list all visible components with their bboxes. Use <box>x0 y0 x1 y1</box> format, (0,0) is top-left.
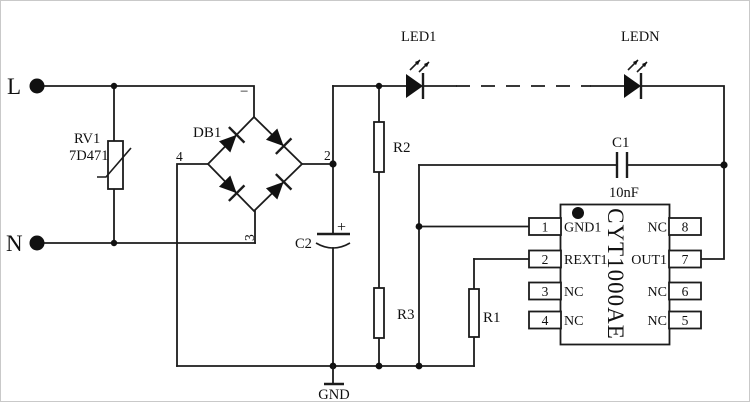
ic-pin-box-2 <box>528 249 562 269</box>
junction-dot <box>415 223 423 230</box>
resistor-r3: R3 <box>373 287 415 339</box>
r2-body <box>373 121 385 173</box>
varistor-value: 7D471 <box>69 148 108 164</box>
ic-pin-label: NC <box>648 314 667 329</box>
varistor-rv1: RV1 7D471 <box>69 131 132 190</box>
live-label: L <box>7 74 21 99</box>
junction-dot <box>329 160 337 168</box>
bridge-ref: DB1 <box>193 125 221 141</box>
ground-symbol: GND <box>318 365 350 403</box>
resistor-r2: R2 <box>373 121 411 173</box>
c2-plate-negative <box>315 242 351 249</box>
ic-pin-box-1 <box>528 217 562 236</box>
ic-pin-number: 3 <box>542 284 549 299</box>
capacitor-c1: C1 10nF <box>609 135 639 201</box>
ic-pin-box-8 <box>668 217 702 236</box>
bridge-diode-icon <box>218 126 246 153</box>
ic-pin-label: NC <box>648 221 667 236</box>
ic-pin-label: NC <box>564 285 583 300</box>
ic-pin-box-4 <box>528 310 562 330</box>
junction-dot <box>415 362 423 370</box>
c2-ref: C2 <box>295 236 312 252</box>
ic-pin-box-3 <box>528 281 562 301</box>
ic-pin-label: NC <box>648 285 667 300</box>
terminal-dot <box>29 78 45 94</box>
ic-pin-box-5 <box>668 310 702 330</box>
junction-dots <box>110 82 728 370</box>
led-icon <box>624 59 648 99</box>
led-icon <box>406 59 430 99</box>
bridge-diamond <box>206 115 304 213</box>
ic-pin-number: 7 <box>682 252 689 267</box>
wires <box>36 85 725 367</box>
ic-pin1-marker <box>572 207 584 219</box>
varistor-ref: RV1 <box>74 131 100 147</box>
neutral-label: N <box>6 231 23 256</box>
ic-pin-label: REXT1 <box>564 253 608 268</box>
r3-body <box>373 287 385 339</box>
junction-dot <box>375 362 383 370</box>
ic-pin-label: OUT1 <box>631 253 667 268</box>
ic-pin-box-6 <box>668 281 702 301</box>
ic-name: CYT1000AE <box>603 208 628 340</box>
junction-dot <box>110 82 118 90</box>
junction-dot <box>375 82 383 90</box>
led1: LED1 <box>401 29 436 99</box>
ic-pin-number: 5 <box>682 313 689 328</box>
ic-pin-number: 1 <box>542 220 549 235</box>
ic-pin-number: 2 <box>542 252 549 267</box>
wire-bridge-left-drop <box>176 163 209 367</box>
ic-pin-number: 8 <box>682 220 689 235</box>
r1-body <box>468 288 480 338</box>
bridge-pin-top: − <box>240 84 248 100</box>
live-terminal: L <box>7 74 45 99</box>
wire-live-rail <box>36 85 255 118</box>
ledn-label: LEDN <box>621 29 660 45</box>
gnd-label: GND <box>318 387 349 403</box>
neutral-terminal: N <box>6 231 45 256</box>
varistor-stroke <box>97 147 132 178</box>
bridge-pin-bottom: 3 <box>242 234 257 241</box>
c2-polarity: + <box>337 219 346 236</box>
bridge-diode-icon <box>265 128 293 155</box>
ic-pin-box-7 <box>668 249 702 269</box>
bridge-diode-icon <box>265 173 293 200</box>
bridge-diode-icon <box>218 175 246 202</box>
ic-pin-label: GND1 <box>564 221 601 236</box>
ic-body <box>559 203 671 346</box>
wire-out-drop <box>640 85 725 260</box>
bridge-rectifier-db1: DB1 − 4 2 3 <box>176 84 331 241</box>
junction-dot <box>720 161 728 169</box>
ic-pin-number: 6 <box>682 284 689 299</box>
r2-ref: R2 <box>393 140 411 156</box>
resistor-r1: R1 <box>468 288 501 338</box>
junction-dot <box>110 239 118 247</box>
bridge-pin-right: 2 <box>324 148 331 163</box>
c1-value: 10nF <box>609 185 639 201</box>
terminal-dot <box>29 235 45 251</box>
c1-ref: C1 <box>612 135 630 151</box>
ledn: LEDN <box>621 29 660 99</box>
ic-cyt1000ae: CYT1000AE 1 2 3 4 GND1 REXT1 NC NC 8 7 6… <box>528 203 702 346</box>
capacitor-c2: C2 + <box>295 219 351 252</box>
r3-ref: R3 <box>397 307 415 323</box>
bridge-pin-left: 4 <box>176 149 183 164</box>
led1-label: LED1 <box>401 29 436 45</box>
r1-ref: R1 <box>483 310 501 326</box>
ic-pin-number: 4 <box>542 313 549 328</box>
ic-pin-label: NC <box>564 314 583 329</box>
